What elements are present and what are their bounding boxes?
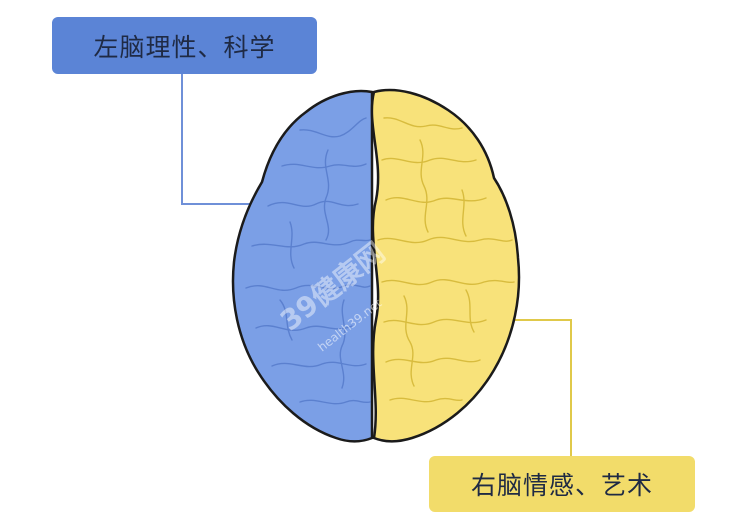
right-connector-line <box>513 319 572 456</box>
left-hemisphere <box>231 89 374 443</box>
right-hemisphere <box>370 88 521 443</box>
left-connector-line <box>181 74 258 205</box>
right-brain-label-text: 右脑情感、艺术 <box>470 471 653 500</box>
right-brain-label: 右脑情感、艺术 <box>429 456 695 512</box>
left-brain-label: 左脑理性、科学 <box>52 17 317 74</box>
left-brain-label-text: 左脑理性、科学 <box>93 32 276 62</box>
